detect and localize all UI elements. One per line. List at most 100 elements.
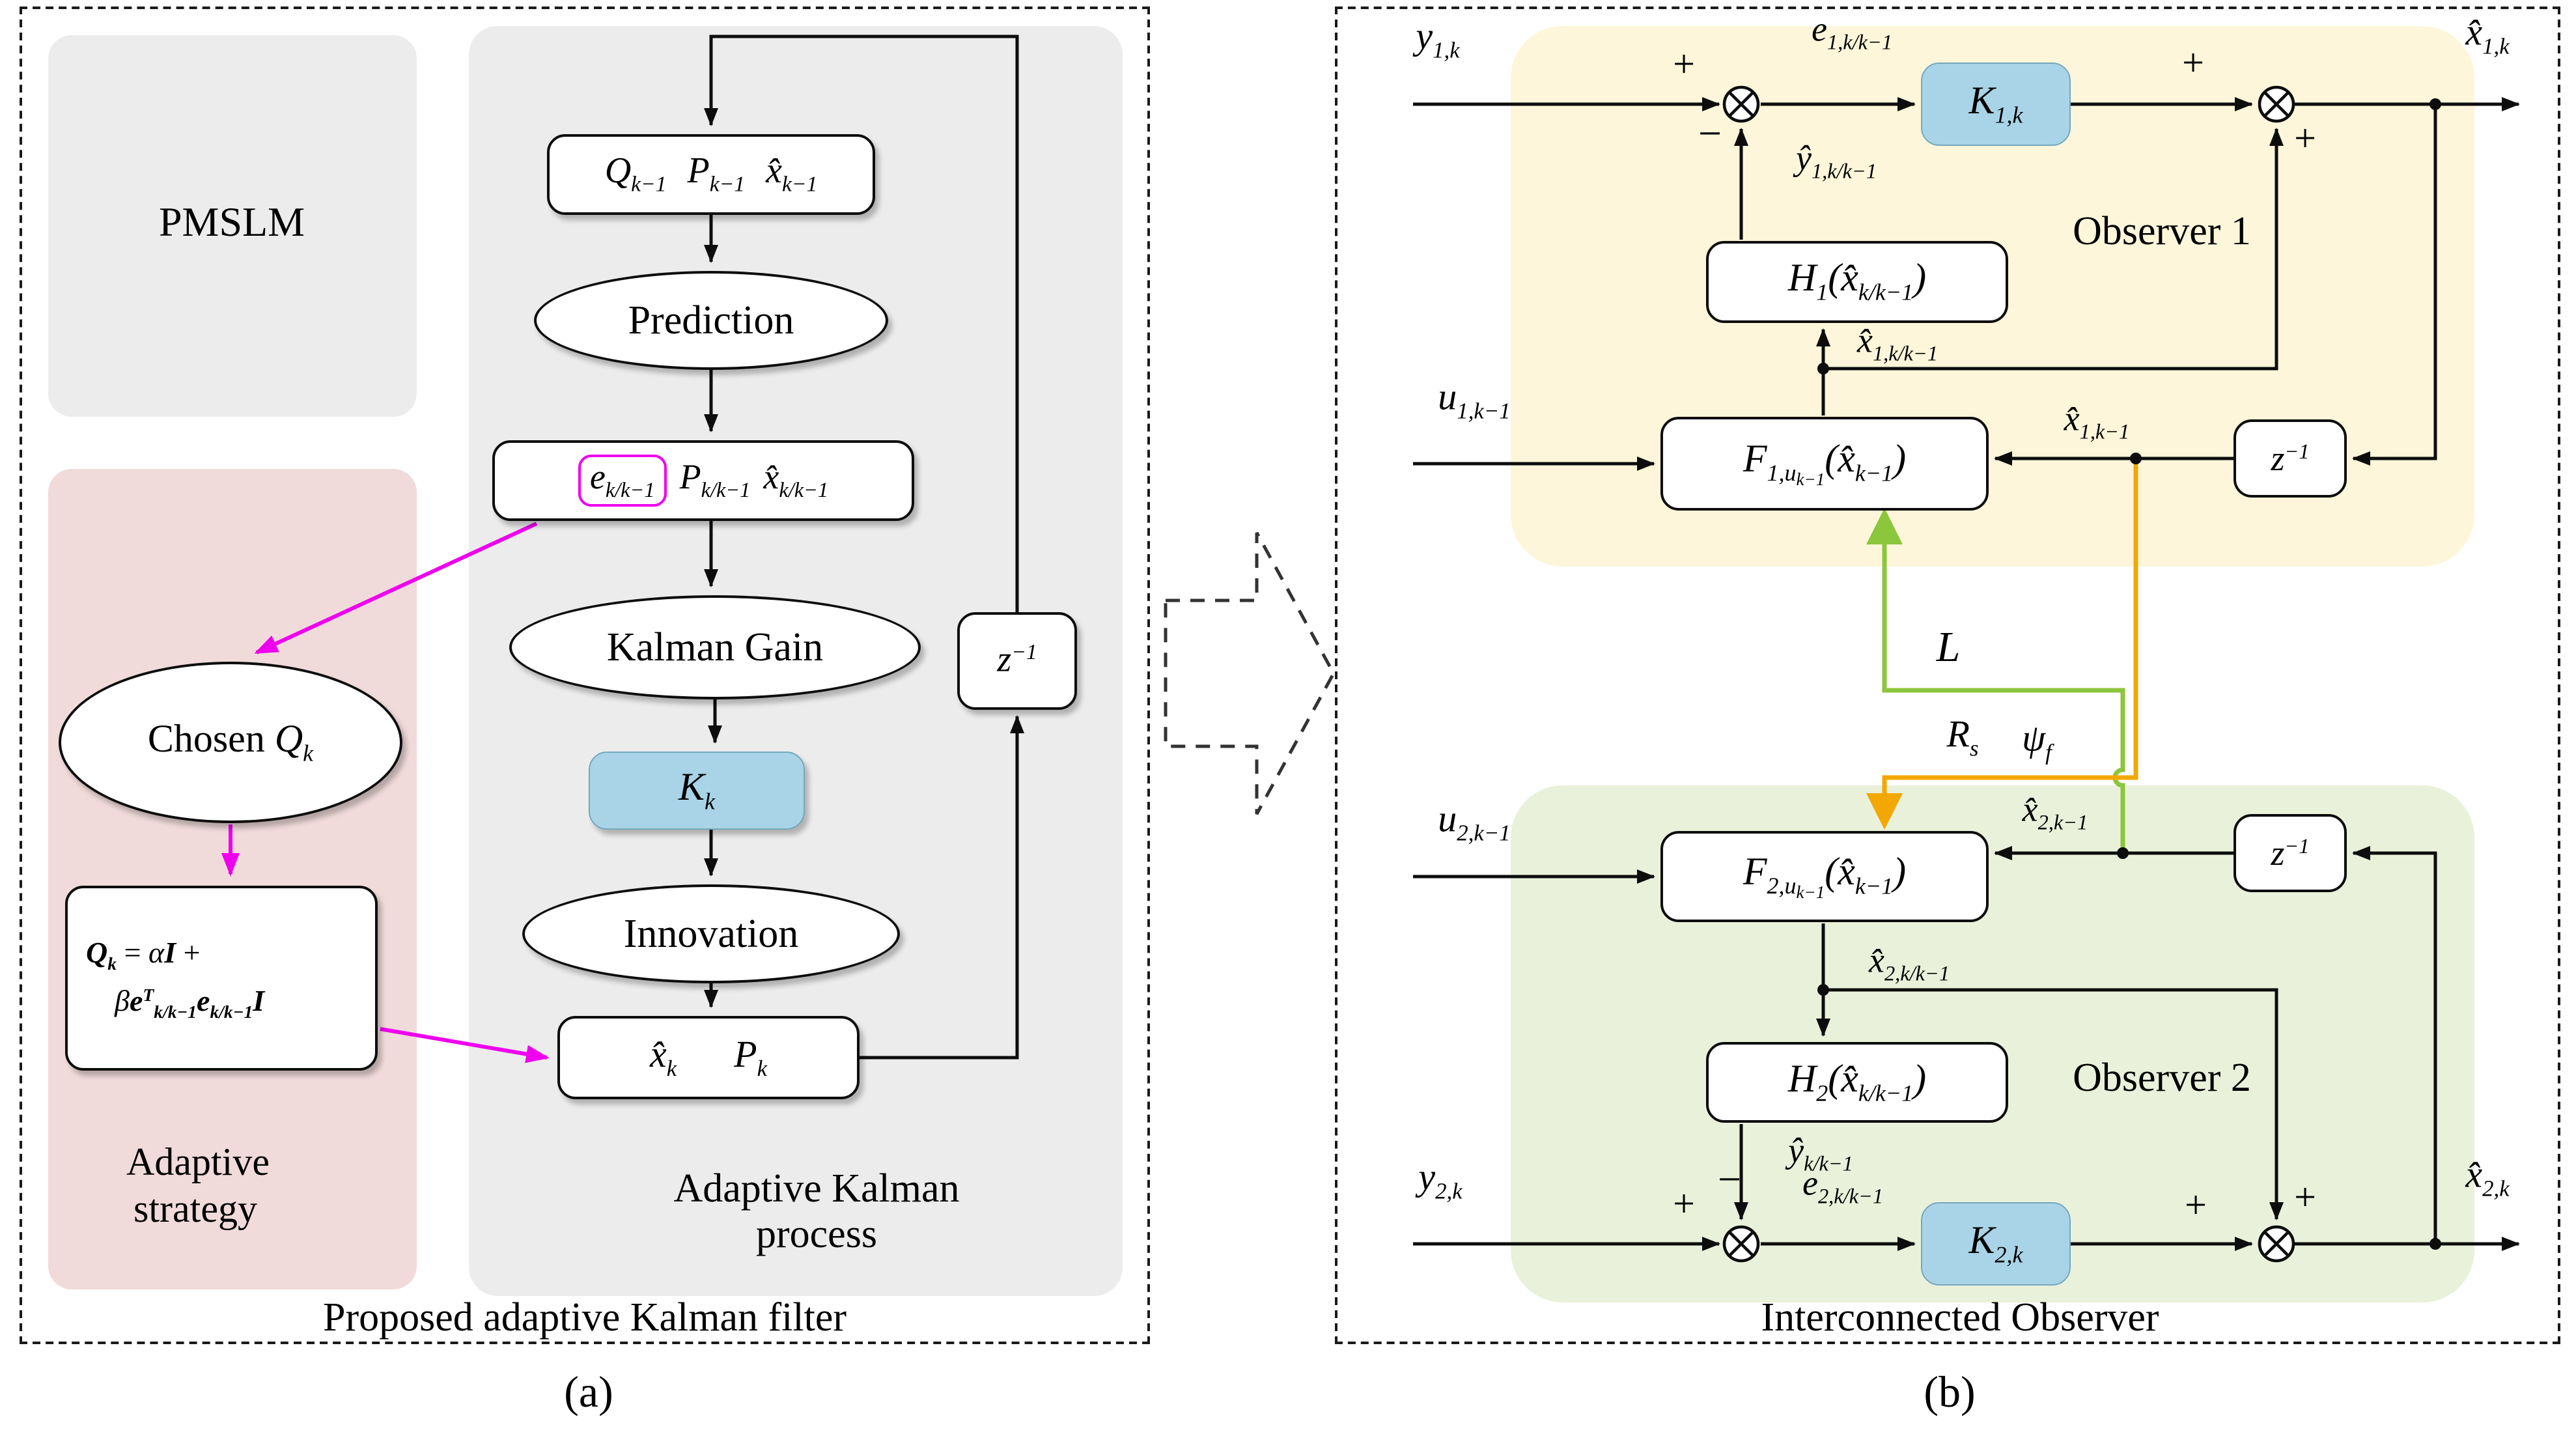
sum-junction-obs1-output — [2258, 85, 2295, 123]
formula-line1: Qk = αI + — [86, 936, 201, 974]
obs2-plus-gain-sign: + — [2185, 1184, 2207, 1227]
panel-b-footer: Interconnected Observer — [1761, 1294, 2159, 1340]
obs2-delay-block: z−1 — [2233, 814, 2347, 892]
junction-dot — [2117, 847, 2129, 859]
obs2-H-label: H2(x̂k/k−1) — [1787, 1057, 1927, 1106]
L-arrowhead — [1866, 508, 1903, 544]
x-prev: x̂k−1 — [766, 151, 818, 197]
observer1-wires — [1413, 97, 2520, 471]
obs1-error-label: e1,k/k−1 — [1811, 9, 1893, 55]
sum-junction-obs2-output — [2258, 1225, 2295, 1263]
Rs-psi-arrowhead — [1866, 793, 1903, 830]
obs2-plus-feedback-sign: + — [2294, 1176, 2316, 1219]
pmslm-label: PMSLM — [158, 198, 305, 245]
obs2-u-input-label: u2,k−1 — [1438, 798, 1511, 846]
Q-prev: Qk−1 — [604, 151, 667, 197]
obs1-y-hat-label: ŷ1,k/k−1 — [1795, 138, 1877, 184]
pmslm-box — [48, 35, 417, 417]
panel-a-caption: (a) — [564, 1369, 613, 1417]
observer2-wires — [1413, 846, 2520, 1251]
innovation-ellipse: Innovation — [522, 884, 900, 983]
prior-state-box: ek/k−1 Pk/k−1 x̂k/k−1 — [492, 440, 914, 521]
delay-label: z−1 — [997, 640, 1037, 681]
state-init-box: Qk−1 Pk−1 x̂k−1 — [547, 134, 875, 215]
obs1-y-input-label: y1,k — [1416, 16, 1460, 63]
panel-a-wires — [704, 35, 1024, 1060]
panel-a-footer: Proposed adaptive Kalman filter — [322, 1294, 847, 1340]
L-gain-label: L — [1936, 625, 1961, 671]
obs1-u-input-label: u1,k−1 — [1438, 376, 1511, 424]
x-prior: x̂k/k−1 — [763, 457, 829, 503]
obs1-H-label: H1(x̂k/k−1) — [1787, 257, 1927, 306]
sum-junction-obs1-error — [1722, 85, 1760, 123]
innovation-error-term: ek/k−1 — [578, 455, 667, 507]
junction-dot — [2429, 98, 2441, 110]
obs2-gain-label: K2,k — [1968, 1218, 2023, 1268]
obs2-y-input-label: y2,k — [1418, 1157, 1463, 1204]
obs2-minus-sign: − — [1717, 1155, 1742, 1202]
obs2-x-pred-label: x̂2,k/k−1 — [1868, 940, 1950, 986]
obs1-gain-label: K1,k — [1968, 79, 2023, 128]
interconnect-Rs-psi-wire — [1866, 458, 2138, 830]
obs1-F-label: F1,uk−1(x̂k−1) — [1743, 437, 1907, 489]
obs1-plus-gain-sign: + — [2182, 42, 2204, 85]
obs2-plus-input-sign: + — [1673, 1183, 1695, 1226]
delay-block-a: z−1 — [957, 612, 1077, 710]
obs1-x-pred-label: x̂1,k/k−1 — [1856, 320, 1939, 366]
panel-b-caption: (b) — [1924, 1369, 1976, 1417]
panel-b-border — [1335, 7, 2560, 1344]
formula-line2: βeTk/k−1ek/k−1I — [115, 985, 265, 1022]
obs1-F-block: F1,uk−1(x̂k−1) — [1660, 417, 1989, 511]
obs1-x-prev-label: x̂1,k−1 — [2064, 399, 2130, 444]
psi-f-label: ψf — [2022, 718, 2052, 765]
panel-link-arrow — [1164, 531, 1336, 815]
P-post: Pk — [734, 1034, 768, 1080]
obs2-x-output-label: x̂2,k — [2465, 1154, 2510, 1202]
obs1-title: Observer 1 — [2073, 208, 2251, 253]
obs2-H-block: H2(x̂k/k−1) — [1706, 1042, 2008, 1123]
obs2-x-prev-label: x̂2,k−1 — [2022, 789, 2088, 835]
process-label-line2: process — [756, 1211, 877, 1256]
chosen-Q-label: Chosen Qk — [147, 717, 314, 767]
obs1-x-output-label: x̂1,k — [2465, 12, 2510, 59]
innovation-label: Innovation — [623, 910, 799, 956]
obs2-delay-label: z−1 — [2271, 833, 2310, 872]
obs1-plus-feedback-sign: + — [2294, 117, 2316, 160]
obs1-H-block: H1(x̂k/k−1) — [1706, 241, 2008, 323]
kalman-gain-ellipse: Kalman Gain — [509, 595, 921, 699]
obs1-minus-sign: − — [1698, 109, 1722, 156]
junction-dot — [1817, 984, 1829, 996]
Rs-label: Rs — [1946, 714, 1979, 761]
strategy-label-line2: strategy — [133, 1188, 257, 1231]
obs2-F-label: F2,uk−1(x̂k−1) — [1743, 850, 1907, 902]
process-label-line1: Adaptive Kalman — [673, 1165, 960, 1211]
Q-formula-box: Qk = αI + βeTk/k−1ek/k−1I — [65, 886, 378, 1071]
obs1-delay-block: z−1 — [2233, 419, 2347, 498]
P-prior: Pk/k−1 — [679, 457, 751, 503]
gain-block: Kk — [589, 752, 805, 830]
junction-dot — [2130, 453, 2142, 464]
gain-label: Kk — [678, 765, 715, 815]
sum-junction-obs2-error — [1722, 1225, 1760, 1263]
sum-junctions — [1722, 85, 2295, 1263]
P-prev: Pk−1 — [687, 151, 746, 197]
obs2-F-block: F2,uk−1(x̂k−1) — [1660, 831, 1989, 922]
obs1-plus-input-sign: + — [1673, 43, 1695, 86]
prediction-label: Prediction — [628, 297, 794, 343]
panel-a-border — [20, 7, 1150, 1344]
obs2-error-label: e2,k/k−1 — [1802, 1163, 1884, 1209]
strategy-label-line1: Adaptive — [126, 1141, 270, 1184]
adaptive-strategy-arrows — [221, 522, 550, 1063]
x-post: x̂k — [649, 1034, 677, 1080]
obs2-title: Observer 2 — [2073, 1054, 2251, 1100]
chosen-Q-ellipse: Chosen Qk — [59, 662, 402, 823]
kalman-gain-label: Kalman Gain — [606, 624, 824, 669]
prediction-ellipse: Prediction — [534, 271, 888, 370]
obs2-gain-block: K2,k — [1921, 1202, 2071, 1286]
obs1-gain-block: K1,k — [1921, 63, 2071, 146]
junction-dot — [1817, 363, 1829, 374]
obs2-y-hat-label: ŷk/k−1 — [1788, 1131, 1853, 1176]
obs1-delay-label: z−1 — [2271, 438, 2310, 477]
